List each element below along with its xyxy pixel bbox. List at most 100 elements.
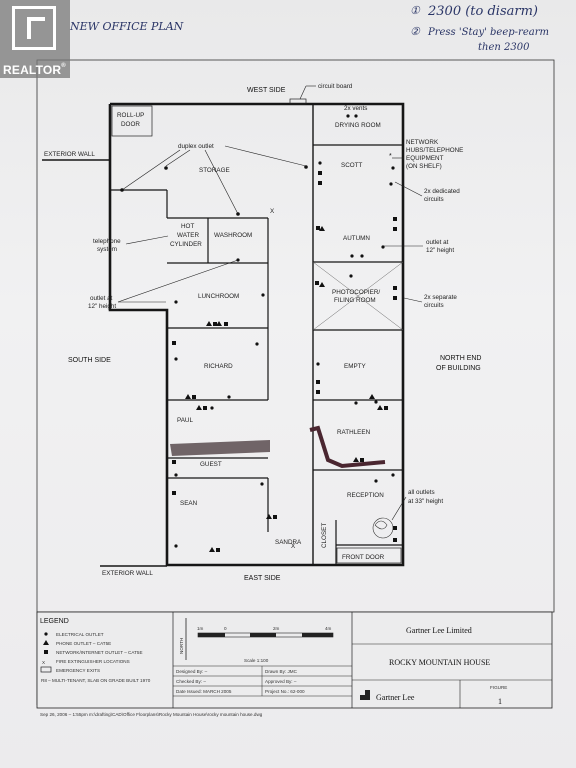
dedicated-label-2: circuits bbox=[424, 196, 444, 203]
realtor-watermark-text: REALTOR® bbox=[3, 63, 66, 77]
room-reception: RECEPTION bbox=[347, 492, 384, 499]
network-equipment-star: * bbox=[389, 153, 392, 160]
handwritten-note-2: Press 'Stay' beep-rearm bbox=[427, 27, 549, 38]
all-outlets-label-1: all outlets bbox=[408, 489, 435, 496]
north-end-label-2: OF BUILDING bbox=[436, 365, 481, 372]
roll-up-door-label-1: ROLL-UP bbox=[117, 112, 144, 119]
scale-tick-0: 0 bbox=[224, 626, 227, 631]
room-sandra: SANDRA bbox=[275, 539, 302, 546]
duplex-outlet-label: duplex outlet bbox=[178, 143, 214, 150]
project-title: ROCKY MOUNTAIN HOUSE bbox=[389, 658, 490, 667]
room-scott: SCOTT bbox=[341, 162, 362, 169]
roll-up-door-label-2: DOOR bbox=[121, 121, 140, 128]
drawn-by: Drawn By: JMC bbox=[265, 669, 298, 674]
legend-item-electrical: ELECTRICAL OUTLET bbox=[56, 632, 104, 637]
handwritten-note-2-number: ② bbox=[410, 25, 421, 38]
logo-text: Gartner Lee bbox=[376, 693, 415, 702]
figure-label: FIGURE bbox=[490, 685, 507, 690]
north-rotated-label: NORTH bbox=[179, 638, 184, 654]
network-label-4: (ON SHELF) bbox=[406, 163, 442, 170]
legend-item-network: NETWORK/INTERNET OUTLET – CAT5E bbox=[56, 650, 143, 655]
roll-up-door-box bbox=[111, 105, 153, 137]
east-side-label: EAST SIDE bbox=[244, 575, 281, 582]
room-guest: GUEST bbox=[200, 461, 222, 468]
outlet-right-label-1: outlet at bbox=[426, 239, 449, 246]
front-door-box bbox=[336, 547, 402, 564]
network-label-1: NETWORK bbox=[406, 139, 439, 146]
room-photocopier-2: FILING ROOM bbox=[334, 297, 376, 304]
shaded-partitions bbox=[170, 425, 394, 539]
checked-by: Checked By: – bbox=[176, 679, 206, 684]
vents-label: 2x vents bbox=[344, 105, 367, 112]
legend-panel bbox=[36, 611, 553, 709]
handwritten-note-2b: then 2300 bbox=[478, 42, 530, 53]
phone-network-markers bbox=[172, 171, 397, 552]
project-no: Project No.: 62-000 bbox=[265, 689, 305, 694]
room-sean: SEAN bbox=[180, 500, 198, 507]
leader-lines bbox=[117, 145, 423, 521]
designed-by: Designed By: – bbox=[176, 669, 208, 674]
scale-label: Scale 1:100 bbox=[244, 658, 269, 663]
realtor-watermark: REALTOR® bbox=[0, 0, 70, 78]
figure-number: 1 bbox=[498, 697, 502, 706]
legend-item-emergency-exits: EMERGENCY EXITS bbox=[56, 668, 100, 673]
circuit-board-label: circuit board bbox=[318, 83, 353, 90]
room-photocopier-1: PHOTOCOPIER/ bbox=[332, 289, 380, 296]
network-label-3: EQUIPMENT bbox=[406, 155, 444, 162]
drawing-border bbox=[36, 59, 555, 613]
scale-tick-2m: 2m bbox=[273, 626, 280, 631]
network-label-2: HUBS/TELEPHONE bbox=[406, 147, 463, 154]
handwritten-note-1: 2300 (to disarm) bbox=[427, 4, 538, 19]
room-richard: RICHARD bbox=[204, 363, 233, 370]
building-walls bbox=[108, 102, 405, 567]
outlet-left-label-2: 12" height bbox=[88, 303, 116, 310]
room-storage: STORAGE bbox=[199, 167, 230, 174]
legend-item-fire-extinguisher: FIRE EXTINGUISHER LOCATIONS bbox=[56, 659, 130, 664]
exterior-wall-bottom-label: EXTERIOR WALL bbox=[102, 570, 153, 577]
dedicated-label-1: 2x dedicated bbox=[424, 188, 460, 195]
west-side-label: WEST SIDE bbox=[247, 87, 286, 94]
separate-label-1: 2x separate bbox=[424, 294, 457, 301]
exterior-wall-top-label: EXTERIOR WALL bbox=[44, 151, 95, 158]
legend-x-symbol: X bbox=[42, 660, 45, 665]
room-paul: PAUL bbox=[177, 417, 193, 424]
realtor-logo-icon bbox=[12, 6, 56, 50]
telephone-label-1: telephone bbox=[93, 238, 121, 245]
room-empty: EMPTY bbox=[344, 363, 366, 370]
legend-note: R8 – MULTI-TENANT, SLAB ON GRADE BUILT 1… bbox=[41, 678, 151, 683]
room-autumn: AUTUMN bbox=[343, 235, 370, 242]
room-rathleen: RATHLEEN bbox=[337, 429, 371, 436]
south-side-label: SOUTH SIDE bbox=[68, 357, 111, 364]
room-closet: CLOSET bbox=[321, 523, 328, 548]
north-end-label-1: NORTH END bbox=[440, 355, 481, 362]
company-name: Gartner Lee Limited bbox=[406, 626, 472, 635]
room-hot-water-3: CYLINDER bbox=[170, 241, 202, 248]
scale-tick-4m: 4m bbox=[325, 626, 332, 631]
room-hot-water-2: WATER bbox=[177, 232, 199, 239]
date-issued: Date Issued: MARCH 2005 bbox=[176, 689, 232, 694]
room-drying-room: DRYING ROOM bbox=[335, 122, 381, 129]
legend-title: LEGEND bbox=[40, 618, 69, 625]
separate-label-2: circuits bbox=[424, 302, 444, 309]
front-door-label: FRONT DOOR bbox=[342, 554, 385, 561]
fire-extinguisher-mark-2: X bbox=[291, 543, 296, 550]
outlet-right-label-2: 12" height bbox=[426, 247, 454, 254]
handwritten-title: NEW OFFICE PLAN bbox=[69, 20, 184, 33]
room-lunchroom: LUNCHROOM bbox=[198, 293, 239, 300]
legend-item-phone: PHONE OUTLET – CAT5E bbox=[56, 641, 111, 646]
outlet-left-label-1: outlet at bbox=[90, 295, 113, 302]
fire-extinguisher-mark-1: X bbox=[270, 208, 275, 215]
corridor-hatch bbox=[312, 261, 404, 331]
room-hot-water-1: HOT bbox=[181, 223, 194, 230]
circuit-board-symbol bbox=[289, 98, 307, 105]
file-path-footer: Sep 26, 2006 – 1:55pm m:\drafting\CAD\Of… bbox=[40, 712, 263, 717]
scale-tick-1m: 1m bbox=[197, 626, 204, 631]
telephone-label-2: system bbox=[97, 246, 117, 253]
outlet-markers bbox=[120, 114, 395, 548]
all-outlets-label-2: at 33" height bbox=[408, 498, 443, 505]
approved-by: Approved By: – bbox=[265, 679, 297, 684]
handwritten-note-1-number: ① bbox=[410, 4, 421, 17]
room-washroom: WASHROOM bbox=[214, 232, 252, 239]
